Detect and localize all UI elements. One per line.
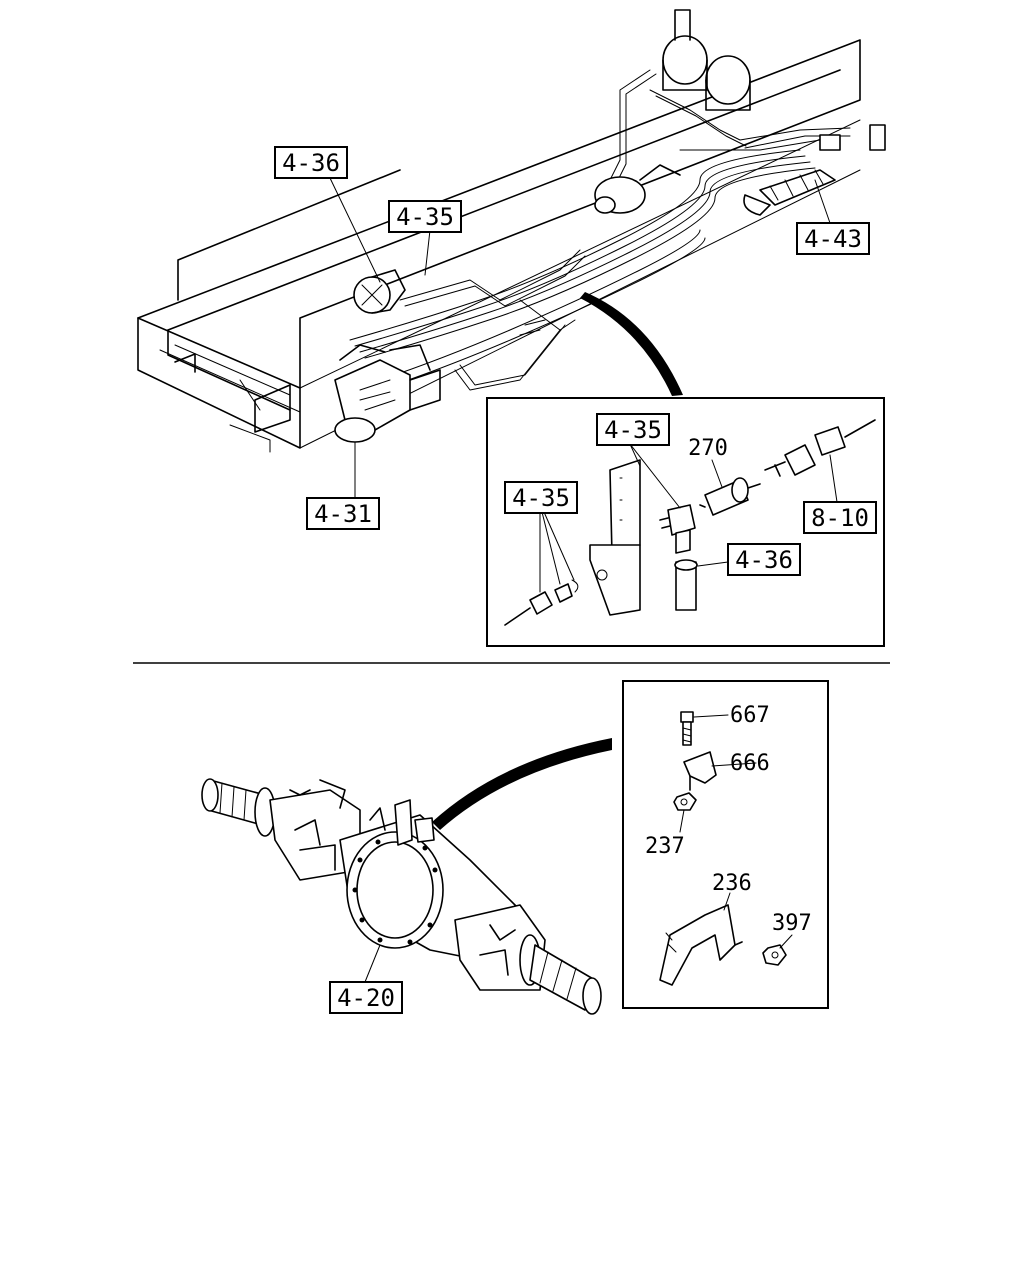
svg-text:4-31: 4-31 (314, 500, 372, 528)
callout-4-31: 4-31 (306, 497, 380, 530)
callout-4-35-detail-upper: 4-35 (596, 413, 670, 446)
bottom-leader-lines (364, 944, 381, 983)
callout-4-35-detail-left: 4-35 (504, 481, 578, 514)
callout-236: 236 (712, 871, 752, 896)
detail-pointer-top (580, 292, 683, 396)
rear-axle-illustration (201, 778, 602, 1015)
svg-text:4-20: 4-20 (337, 984, 395, 1012)
callout-237: 237 (645, 834, 685, 859)
chassis-frame-illustration (137, 9, 886, 453)
callout-397: 397 (772, 911, 812, 936)
callout-666: 666 (730, 751, 770, 776)
callout-270: 270 (688, 436, 728, 461)
svg-text:8-10: 8-10 (811, 504, 869, 532)
callout-4-43: 4-43 (796, 222, 870, 255)
bottom-detail-leader-lines (679, 714, 793, 949)
svg-text:4-36: 4-36 (282, 149, 340, 177)
svg-text:4-43: 4-43 (804, 225, 862, 253)
svg-text:270: 270 (688, 436, 728, 461)
top-leader-lines (329, 177, 831, 499)
callout-4-36-top: 4-36 (274, 146, 348, 179)
callout-4-20: 4-20 (329, 981, 403, 1014)
svg-text:4-35: 4-35 (396, 203, 454, 231)
callout-667: 667 (730, 703, 770, 728)
bracket-hardware-detail (659, 711, 787, 986)
svg-text:4-35: 4-35 (512, 484, 570, 512)
callout-4-36-detail: 4-36 (727, 543, 801, 576)
svg-text:4-35: 4-35 (604, 416, 662, 444)
callout-4-35-top: 4-35 (388, 200, 462, 233)
svg-text:4-36: 4-36 (735, 546, 793, 574)
top-detail-leader-lines (539, 443, 838, 593)
detail-pointer-bottom (432, 738, 612, 830)
switch-bracket-detail (504, 419, 876, 626)
callout-8-10: 8-10 (803, 501, 877, 534)
